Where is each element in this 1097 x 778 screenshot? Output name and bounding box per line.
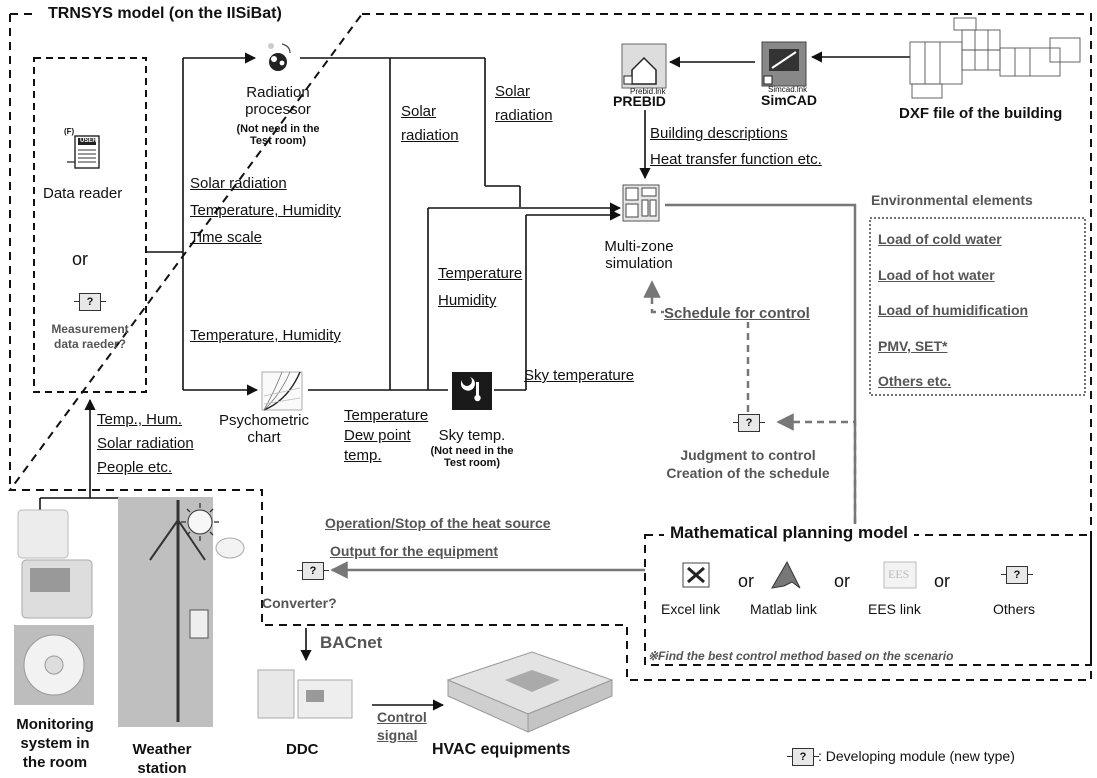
data-reader-label: Data reader <box>43 185 123 202</box>
planning-title: Mathematical planning model <box>664 524 915 542</box>
input-temp-hum: Temp., Hum. <box>97 411 183 428</box>
output-temp-humidity: Temperature, Humidity <box>190 202 341 219</box>
radiation-processor-icon <box>268 43 291 71</box>
mid-temperature: Temperature <box>438 265 523 282</box>
legend-module-icon: ? <box>787 748 819 766</box>
psy-out-dewpoint: Dew point <box>344 427 411 444</box>
ddc-label: DDC <box>286 741 319 758</box>
prebid-icon <box>621 43 667 89</box>
data-reader-icon-tag: (F) <box>64 127 75 136</box>
schedule-label: Schedule for control <box>664 305 810 322</box>
data-reader-icon <box>67 135 100 169</box>
judgment-label: Judgment to control Creation of the sche… <box>666 447 830 481</box>
ddc-icon <box>257 669 353 719</box>
data-reader-box <box>33 57 147 393</box>
judgment-module-icon: ? <box>733 414 765 432</box>
left-temp-humidity: Temperature, Humidity <box>190 327 341 344</box>
dxf-floorplan-icon <box>909 17 1081 99</box>
output-time-scale: Time scale <box>190 229 262 246</box>
hvac-label: HVAC equipments <box>432 741 571 758</box>
planning-box <box>644 534 1092 666</box>
ees-icon-text: EES <box>888 567 910 581</box>
monitoring-devices <box>14 509 94 705</box>
weather-label: Weather station <box>132 741 192 777</box>
planning-or-1: or <box>738 571 755 591</box>
multizone-icon <box>622 184 660 222</box>
psychometric-chart-icon <box>261 371 303 411</box>
operation-stop-label: Operation/Stop of the heat source <box>325 515 551 531</box>
excel-icon <box>682 562 710 588</box>
trnsys-boundary <box>8 13 1092 681</box>
trnsys-title: TRNSYS model (on the IISiBat) <box>44 5 286 23</box>
simcad-label: SimCAD <box>761 92 818 108</box>
legend-label: : Developing module (new type) <box>818 748 1015 764</box>
input-people: People etc. <box>97 459 173 476</box>
solar-radiation-label-b: Solar radiation <box>495 83 553 124</box>
planning-or-3: or <box>934 571 951 591</box>
multizone-label: Multi-zone simulation <box>604 238 674 272</box>
bacnet-label: BACnet <box>320 633 383 652</box>
env-others: Others etc. <box>878 373 952 389</box>
env-cold-water: Load of cold water <box>878 231 1002 247</box>
radiation-processor-label: Radiation processor <box>245 84 311 118</box>
simcad-icon <box>761 41 807 87</box>
tool-ees: EES link <box>868 601 921 617</box>
tool-matlab: Matlab link <box>750 601 817 617</box>
simcad-small-label: Simcad.lnk <box>768 85 808 94</box>
env-humidification: Load of humidification <box>878 302 1029 318</box>
data-reader-icon-text: USER <box>80 138 97 144</box>
measurement-module-icon: ? <box>74 293 106 311</box>
weather-station <box>118 497 245 727</box>
solar-radiation-label-a: Solar radiation <box>401 103 459 144</box>
data-reader-or: or <box>72 249 89 269</box>
others-module-icon: ? <box>1001 566 1033 584</box>
dxf-label: DXF file of the building <box>899 105 1063 122</box>
output-solar-radiation: Solar radiation <box>190 175 287 192</box>
mid-humidity: Humidity <box>438 292 497 309</box>
heat-transfer: Heat transfer function etc. <box>650 151 822 168</box>
sky-temperature-output: Sky temperature <box>524 367 635 384</box>
measurement-reader-label: Measurement data raeder? <box>51 322 129 351</box>
psy-out-temperature: Temperature <box>344 407 429 424</box>
env-hot-water: Load of hot water <box>878 267 995 283</box>
psychometric-label: Psychometric chart <box>218 412 310 446</box>
control-signal-label: Control signal <box>377 709 427 743</box>
hvac-icon <box>446 651 614 733</box>
sky-temp-note: (Not need in the Test room) <box>430 445 514 469</box>
sky-temp-icon <box>452 372 492 410</box>
output-equipment-label: Output for the equipment <box>330 543 498 559</box>
planning-or-2: or <box>834 571 851 591</box>
environmental-title: Environmental elements <box>871 192 1033 208</box>
tool-others: Others <box>993 601 1036 617</box>
matlab-icon <box>771 560 801 589</box>
env-pmv-set: PMV, SET* <box>878 338 948 354</box>
converter-module-icon: ? <box>297 562 329 580</box>
psy-out-temp: temp. <box>344 447 382 464</box>
building-descriptions: Building descriptions <box>650 125 788 142</box>
radiation-processor-note: (Not need in the Test room) <box>236 123 320 147</box>
converter-label: Converter? <box>262 595 337 611</box>
monitoring-label: Monitoring system in the room <box>16 716 94 771</box>
ees-icon <box>883 561 917 589</box>
input-solar-radiation: Solar radiation <box>97 435 194 452</box>
planning-note: ※Find the best control method based on t… <box>648 649 954 663</box>
prebid-label: PREBID <box>613 93 666 109</box>
tool-excel: Excel link <box>661 601 721 617</box>
prebid-small-label: Prebid.lnk <box>630 87 666 96</box>
sky-temp-label: Sky temp. <box>438 427 506 444</box>
